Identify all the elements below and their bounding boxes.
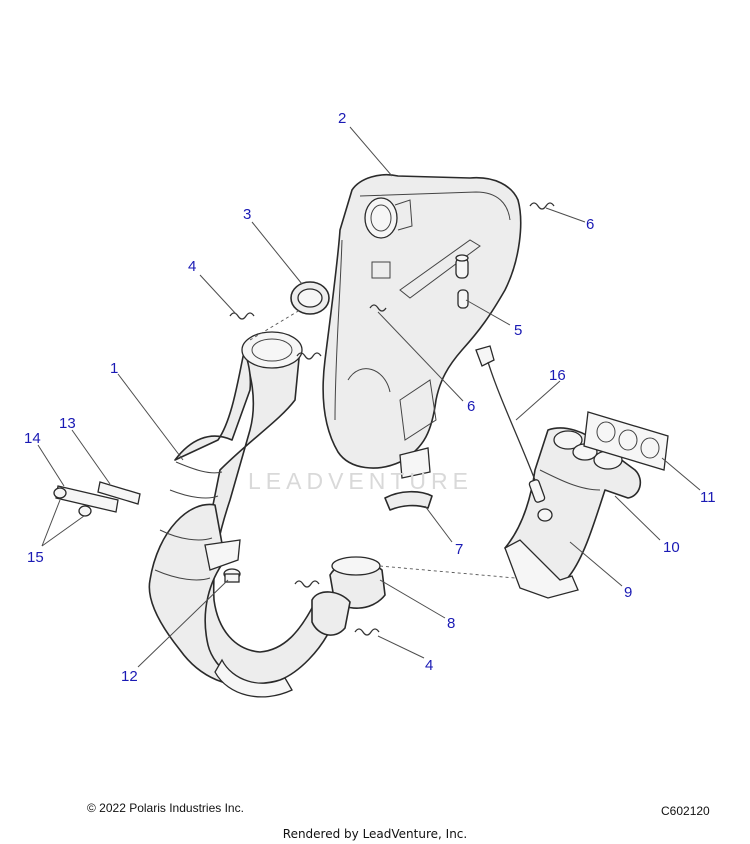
muffler-part <box>322 174 522 479</box>
leader-lines <box>37 126 701 668</box>
muffler-seal-part <box>290 281 330 315</box>
watermark-text: LEADVENTURE <box>248 468 473 494</box>
callout-4: 4 <box>188 258 196 275</box>
callout-8: 8 <box>447 615 455 632</box>
callout-16: 16 <box>549 367 566 384</box>
callout-4: 4 <box>425 657 433 674</box>
exhaust-pipe-part <box>148 331 331 698</box>
heat-shield-clip-part <box>384 490 433 511</box>
callout-6: 6 <box>586 216 594 233</box>
o2-sensor-part <box>475 345 546 503</box>
callout-2: 2 <box>338 110 346 127</box>
callout-5: 5 <box>514 322 522 339</box>
callout-11: 11 <box>700 489 716 506</box>
exhaust-spring-part <box>229 202 555 636</box>
callout-6: 6 <box>467 398 475 415</box>
copyright-text: © 2022 Polaris Industries Inc. <box>87 801 244 815</box>
callout-14: 14 <box>24 430 41 447</box>
callout-12: 12 <box>121 668 138 685</box>
callout-15: 15 <box>27 549 44 566</box>
shield-bracket-part <box>53 481 141 517</box>
callout-3: 3 <box>243 206 251 223</box>
callout-10: 10 <box>663 539 680 556</box>
callout-1: 1 <box>110 360 118 377</box>
exhaust-coupler-part <box>311 556 386 636</box>
manifold-gasket-part <box>583 411 669 471</box>
callout-13: 13 <box>59 415 76 432</box>
rendered-by-text: Rendered by LeadVenture, Inc. <box>282 827 468 841</box>
bracket-bolt-part <box>223 568 241 583</box>
figure-code: C602120 <box>661 804 710 818</box>
callout-7: 7 <box>455 541 463 558</box>
callout-9: 9 <box>624 584 632 601</box>
